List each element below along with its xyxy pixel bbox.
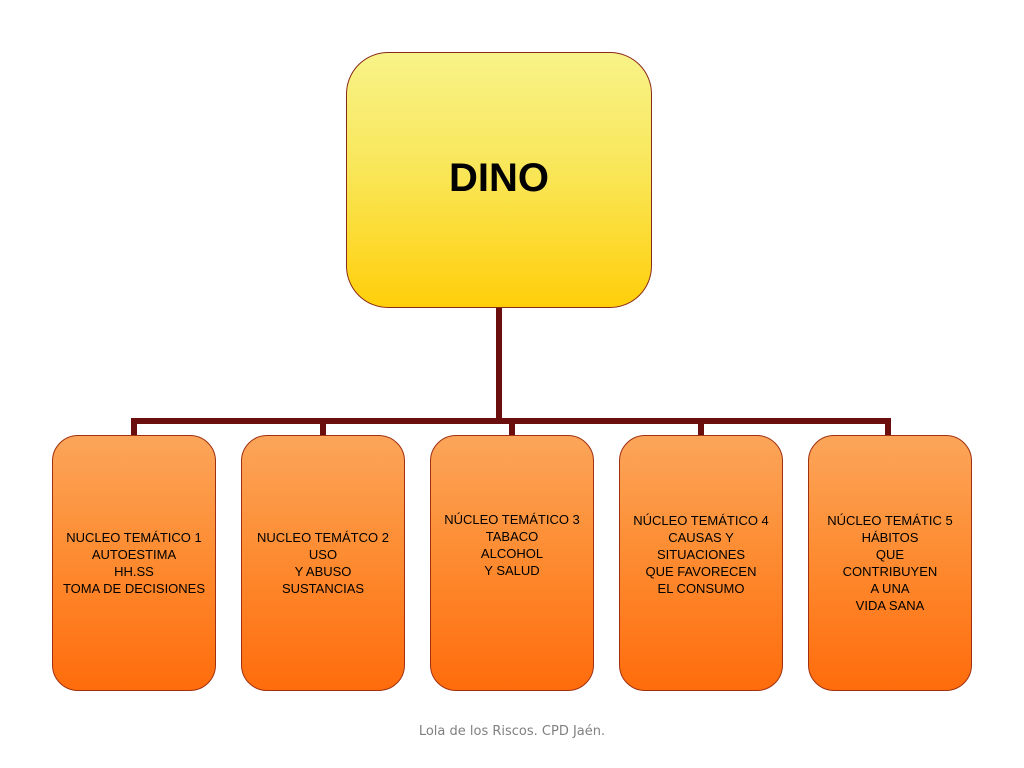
node-2: NUCLEO TEMÁTCO 2 USO Y ABUSO SUSTANCIAS bbox=[241, 435, 405, 691]
node-3-line-4: Y SALUD bbox=[484, 563, 540, 578]
node-1-line-2: AUTOESTIMA bbox=[91, 547, 177, 562]
footer-credit: Lola de los Riscos. CPD Jaén. bbox=[418, 724, 606, 739]
node-1: NUCLEO TEMÁTICO 1 AUTOESTIMA HH.SS TOMA … bbox=[52, 435, 216, 691]
node-4-line-3: SITUACIONES bbox=[656, 546, 746, 562]
root-node: DINO bbox=[346, 52, 652, 308]
node-5-line-1: NÚCLEO TEMÁTIC 5 bbox=[827, 513, 953, 528]
node-1-line-1: NUCLEO TEMÁTICO 1 bbox=[66, 530, 202, 545]
node-3-line-1: NÚCLEO TEMÁTICO 3 bbox=[444, 512, 580, 527]
node-2-line-3: Y ABUSO bbox=[294, 564, 352, 579]
node-2-text: NUCLEO TEMÁTCO 2 USO Y ABUSO SUSTANCIAS bbox=[255, 529, 391, 597]
root-title: DINO bbox=[449, 155, 549, 200]
node-4-line-5: EL CONSUMO bbox=[657, 580, 745, 596]
node-3-line-3: ALCOHOL bbox=[480, 546, 544, 561]
node-5-text: NÚCLEO TEMÁTIC 5 HÁBITOS QUE CONTRIBUYEN… bbox=[825, 512, 954, 614]
node-3: NÚCLEO TEMÁTICO 3 TABACO ALCOHOL Y SALUD bbox=[430, 435, 594, 691]
node-4-text: NÚCLEO TEMÁTICO 4 CAUSAS Y SITUACIONES Q… bbox=[631, 512, 771, 597]
node-4-line-1: NÚCLEO TEMÁTICO 4 bbox=[633, 512, 769, 528]
node-2-line-1: NUCLEO TEMÁTCO 2 bbox=[257, 530, 389, 545]
node-3-text: NÚCLEO TEMÁTICO 3 TABACO ALCOHOL Y SALUD bbox=[442, 511, 582, 579]
node-4-line-2: CAUSAS Y bbox=[668, 529, 734, 545]
node-3-line-2: TABACO bbox=[485, 529, 539, 544]
node-5-line-2: HÁBITOS bbox=[861, 530, 919, 545]
node-1-line-3: HH.SS bbox=[114, 564, 154, 579]
node-5-line-3: QUE bbox=[875, 547, 905, 562]
node-4-line-4: QUE FAVORECEN bbox=[645, 563, 757, 579]
node-5-line-5: A UNA bbox=[870, 581, 910, 596]
node-2-line-4: SUSTANCIAS bbox=[281, 581, 365, 596]
node-5: NÚCLEO TEMÁTIC 5 HÁBITOS QUE CONTRIBUYEN… bbox=[808, 435, 972, 691]
node-2-line-2: USO bbox=[308, 547, 338, 562]
node-1-text: NUCLEO TEMÁTICO 1 AUTOESTIMA HH.SS TOMA … bbox=[61, 529, 207, 597]
node-5-line-4: CONTRIBUYEN bbox=[842, 564, 938, 579]
node-5-line-6: VIDA SANA bbox=[855, 598, 925, 613]
node-4: NÚCLEO TEMÁTICO 4 CAUSAS Y SITUACIONES Q… bbox=[619, 435, 783, 691]
node-1-line-4: TOMA DE DECISIONES bbox=[62, 581, 206, 596]
